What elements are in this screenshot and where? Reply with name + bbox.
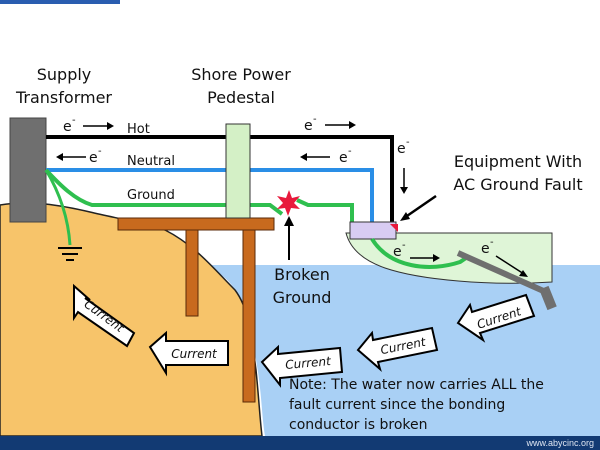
electron-label-boat-1: e -	[393, 240, 406, 260]
equipment-pointer-arrow	[400, 194, 437, 221]
svg-text:e: e	[481, 241, 490, 257]
land	[0, 202, 263, 437]
electron-arrow-boat-1	[410, 254, 440, 262]
svg-text:e: e	[339, 150, 348, 166]
current-arrow-5: Current	[456, 293, 536, 343]
supply-transformer-label-line1: Supply	[37, 65, 92, 84]
electron-label-neutral-1: e -	[89, 146, 102, 166]
note-line1: Note: The water now carries ALL the	[289, 377, 544, 393]
electron-arrow-neutral-1	[56, 153, 86, 161]
electron-label-neutral-2: e -	[339, 146, 352, 166]
svg-text:e: e	[63, 119, 72, 135]
footer-bar	[0, 436, 600, 450]
spark-icon	[277, 190, 300, 216]
current-arrow-4: Current	[356, 326, 439, 372]
electron-arrow-boat-2	[495, 255, 528, 277]
faulted-equipment	[349, 221, 397, 240]
ground-wire-shore	[44, 168, 284, 216]
ground-label: Ground	[127, 188, 175, 203]
note-line2: fault current since the bonding	[289, 397, 505, 413]
current-arrow-2-label: Current	[171, 347, 218, 361]
ground-wire-boat	[296, 198, 354, 222]
fault-point-icon	[390, 224, 398, 232]
top-accent-bar	[0, 0, 120, 4]
svg-text:-: -	[72, 115, 76, 126]
note-line3: conductor is broken	[289, 417, 427, 433]
electron-arrow-hot-2	[325, 121, 356, 129]
svg-text:-: -	[313, 114, 317, 125]
svg-text:-: -	[402, 240, 406, 251]
shore-power-pedestal	[225, 123, 251, 219]
shore-power-label-line1: Shore Power	[191, 65, 291, 84]
svg-text:e: e	[397, 141, 406, 157]
hot-label: Hot	[127, 122, 150, 137]
footer-url: www.abycinc.org	[525, 438, 594, 448]
supply-transformer	[9, 117, 47, 223]
dock-deck	[117, 217, 275, 231]
svg-text:e: e	[89, 150, 98, 166]
earth-ground-icon	[58, 247, 82, 261]
broken-ground-label-line1: Broken	[274, 265, 330, 284]
svg-text:e: e	[304, 118, 313, 134]
svg-text:-: -	[348, 146, 352, 157]
electron-arrow-hot-1	[83, 122, 114, 130]
supply-transformer-label-line2: Transformer	[15, 88, 112, 107]
propeller-shaft	[456, 250, 550, 296]
hot-wire	[46, 135, 394, 222]
electron-label-hot-1: e -	[63, 115, 76, 135]
electron-label-down: e -	[397, 137, 410, 157]
broken-ground-label-line2: Ground	[273, 288, 332, 307]
svg-text:-: -	[98, 146, 102, 157]
dock-piling-right	[242, 229, 256, 403]
shore-power-label-line2: Pedestal	[207, 88, 275, 107]
svg-text:-: -	[490, 237, 494, 248]
svg-text:e: e	[393, 244, 402, 260]
equipment-label-line2: AC Ground Fault	[453, 175, 582, 194]
svg-text:-: -	[406, 137, 410, 148]
electron-label-hot-2: e -	[304, 114, 317, 134]
neutral-wire	[46, 168, 374, 222]
electron-arrow-down	[400, 168, 408, 194]
dock-piling-left	[185, 229, 199, 317]
equipment-label-line1: Equipment With	[454, 152, 582, 171]
current-arrow-3: Current	[260, 344, 344, 388]
earth-ground-lead	[44, 169, 72, 246]
propeller	[539, 285, 557, 311]
fault-current-path	[370, 237, 468, 269]
broken-ground-pointer-arrow	[284, 216, 294, 260]
electron-label-boat-2: e -	[481, 237, 494, 257]
neutral-label: Neutral	[127, 154, 175, 169]
current-arrow-3-label: Current	[285, 354, 333, 372]
electron-arrow-neutral-2	[300, 153, 330, 161]
current-arrow-2: Current	[148, 330, 229, 377]
